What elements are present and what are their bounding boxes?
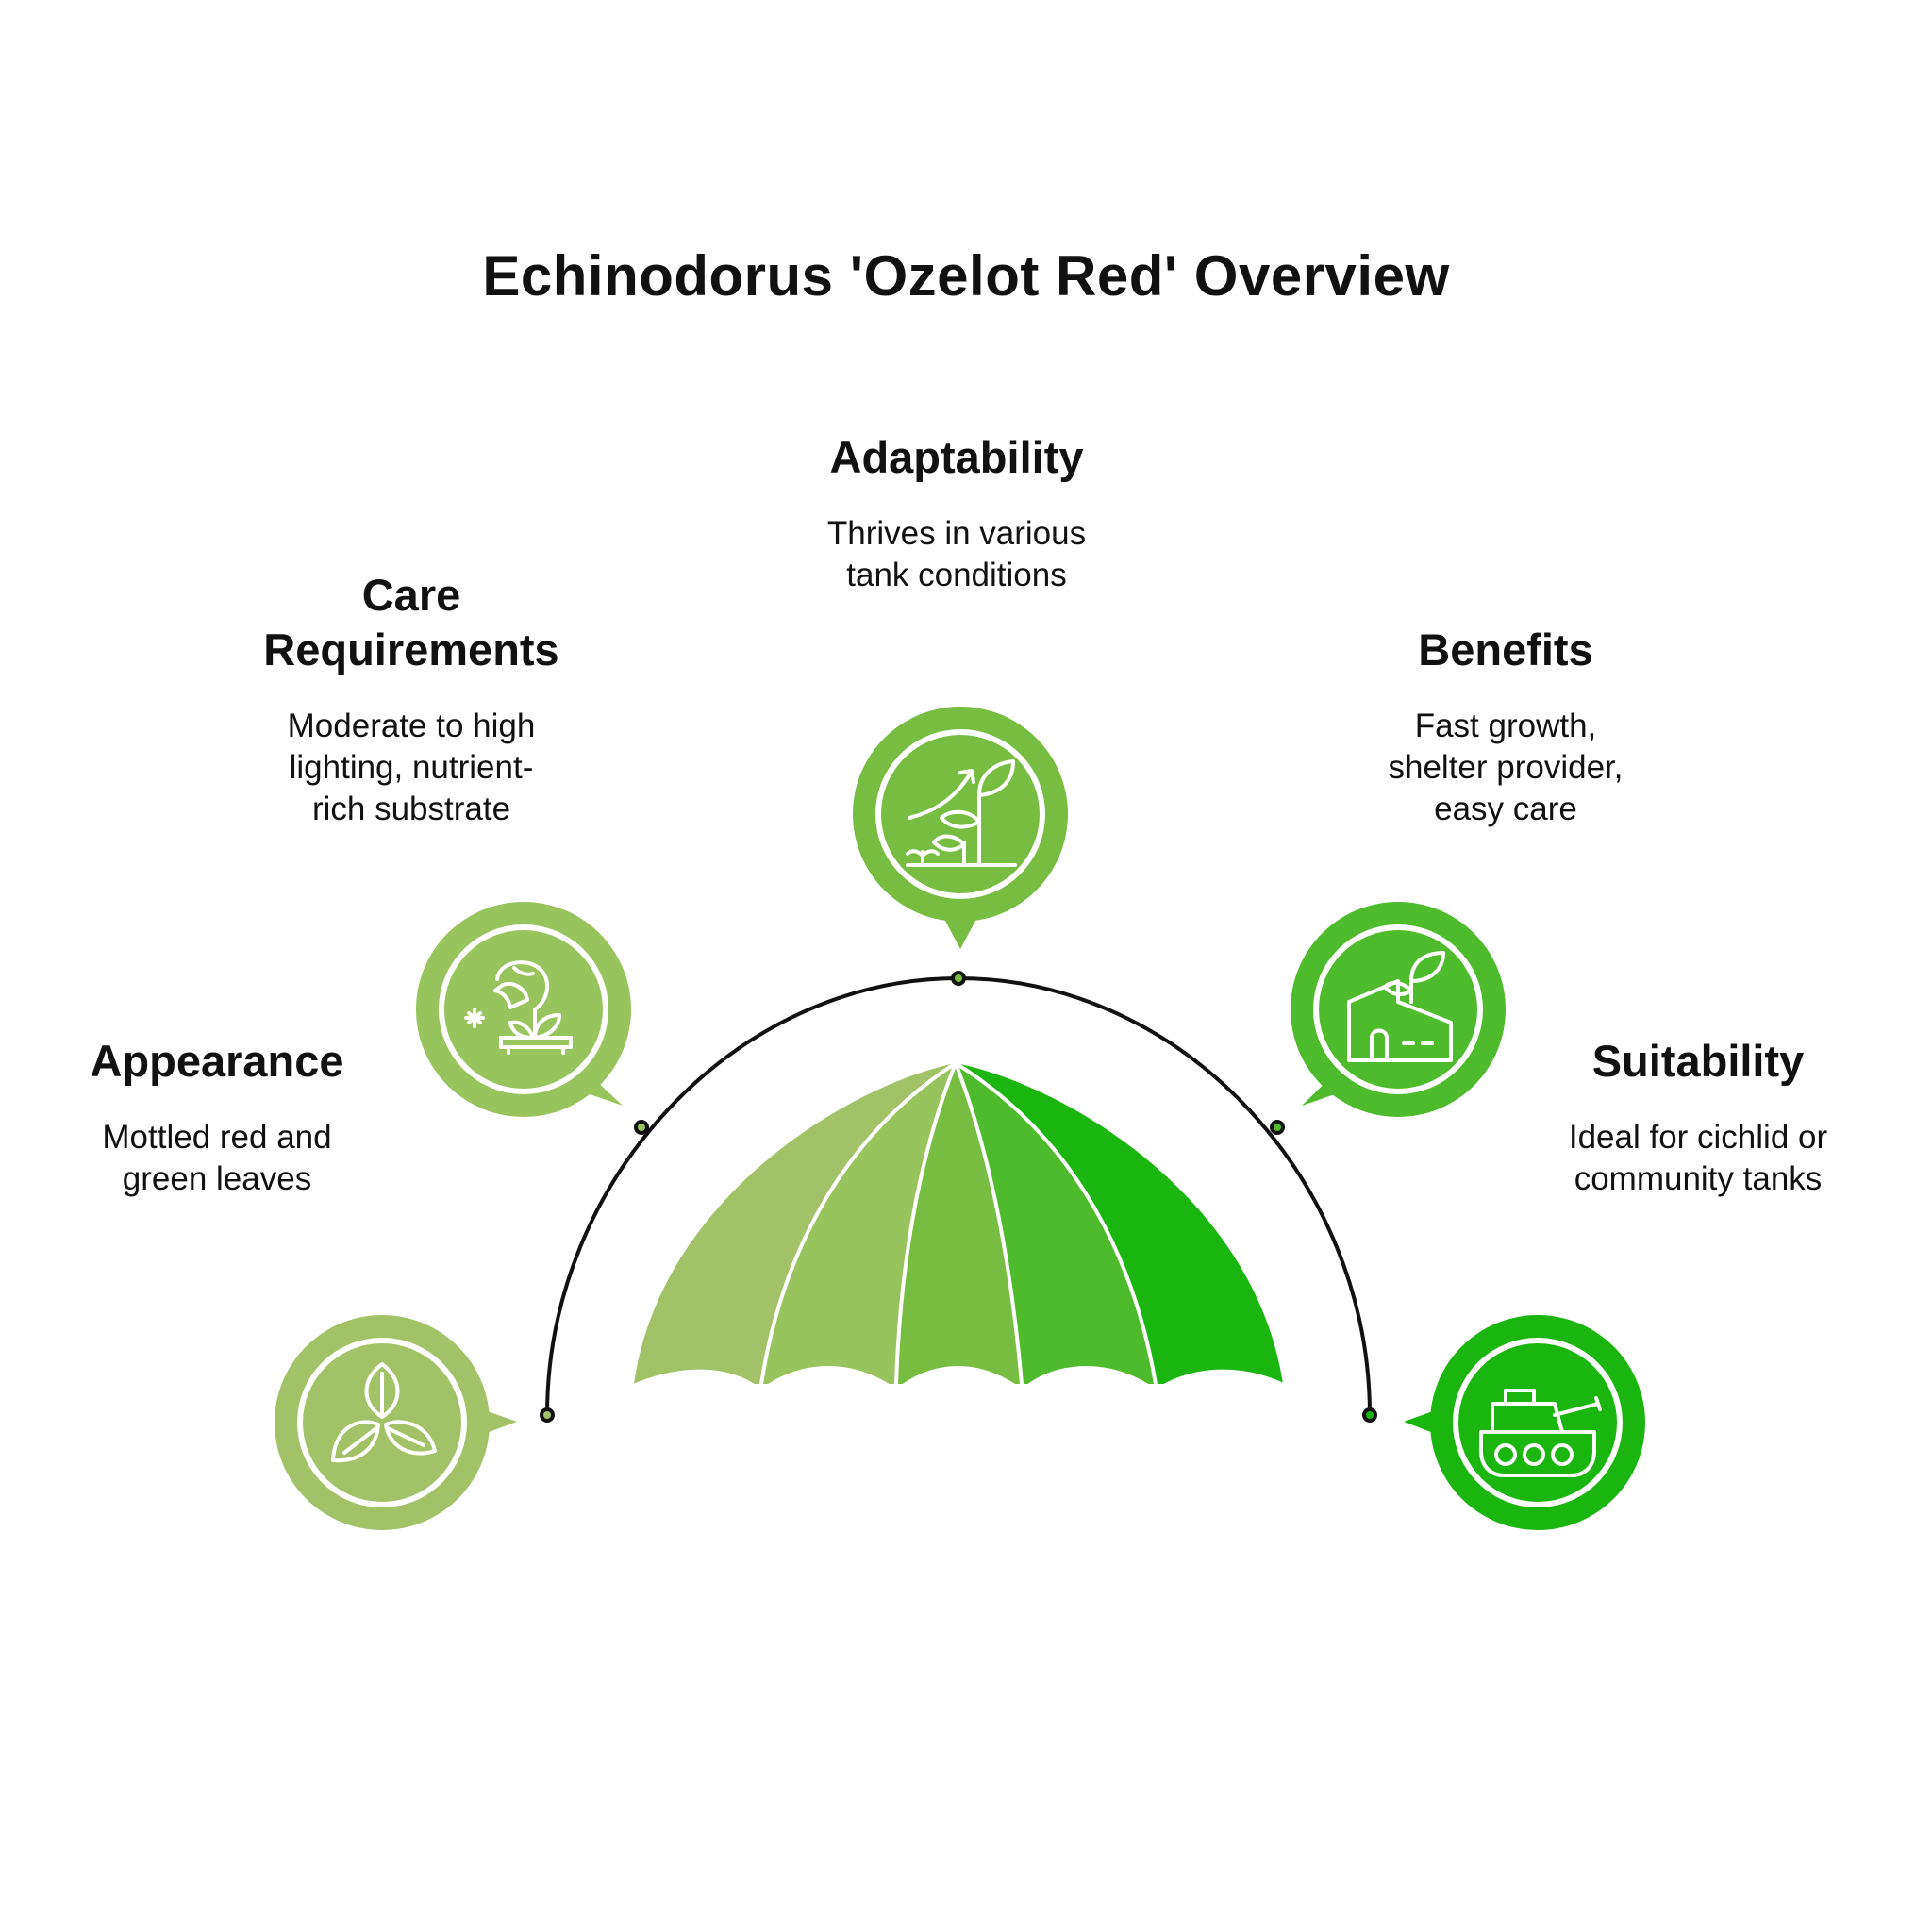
description-appearance: Mottled red and green leaves [102,1119,332,1197]
umbrella-canopy [623,1061,1294,1434]
heading-appearance: Appearance [90,1036,344,1086]
growth-chart-icon [906,759,1017,867]
page-title: Echinodorus 'Ozelot Red' Overview [482,244,1450,308]
canopy-panel-2 [761,1063,956,1384]
plant-house-icon [1347,951,1453,1062]
three-leaf-icon [331,1362,437,1463]
marker-care [416,902,631,1117]
canopy-scallop [623,1366,1294,1434]
label-care: Care Requirements Moderate to high light… [223,568,600,830]
heading-adaptability: Adaptability [829,432,1084,482]
heading-benefits: Benefits [1418,625,1593,675]
marker-appearance [275,1315,517,1530]
marker-benefits [1291,902,1506,1117]
label-benefits: Benefits Fast growth, shelter provider, … [1317,623,1694,830]
tank-icon [1479,1389,1602,1477]
heading-suitability: Suitability [1591,1036,1805,1086]
label-appearance: Appearance Mottled red and green leaves [38,1034,396,1200]
label-suitability: Suitability Ideal for cichlid or communi… [1509,1034,1887,1200]
description-care: Moderate to high lighting, nutrient- ric… [287,708,536,827]
canopy-panel-4 [956,1063,1156,1384]
canopy-panel-3 [896,1063,1022,1384]
marker-suitability [1404,1315,1645,1530]
description-benefits: Fast growth, shelter provider, easy care [1388,708,1624,827]
plant-lamp-icon [464,960,573,1055]
description-suitability: Ideal for cichlid or community tanks [1568,1119,1828,1197]
heading-care: Care Requirements [263,570,559,675]
marker-adaptability [853,707,1068,949]
label-adaptability: Adaptability Thrives in various tank con… [768,430,1145,596]
canopy-panel-5 [956,1063,1283,1384]
description-adaptability: Thrives in various tank conditions [826,515,1087,593]
outer-arc [540,971,1377,1423]
canopy-panel-1 [634,1063,956,1384]
